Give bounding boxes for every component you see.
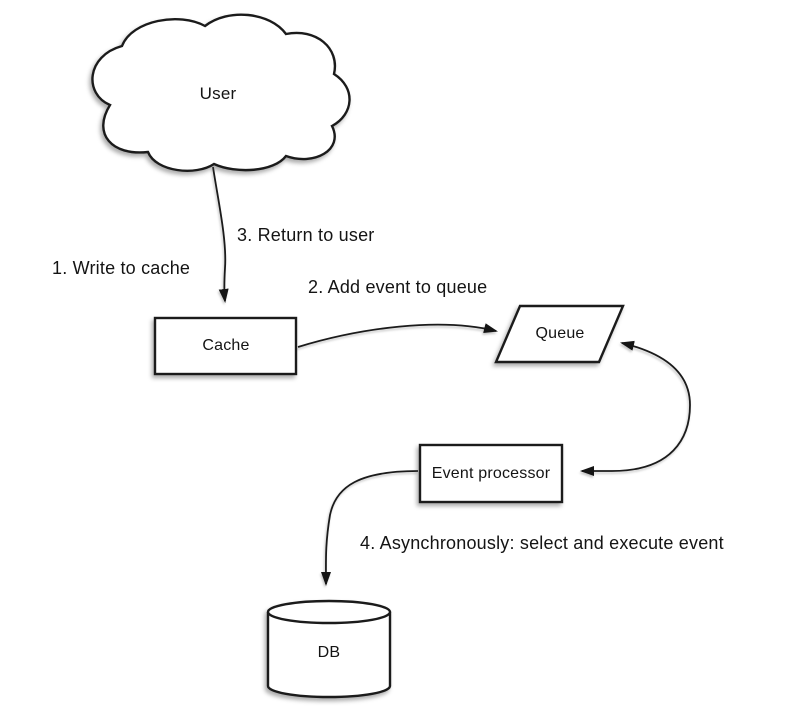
user-cloud-shape xyxy=(91,13,351,172)
event-processor-box xyxy=(418,443,564,504)
edge-label-add-event-to-queue: 2. Add event to queue xyxy=(308,277,488,297)
cache-box xyxy=(153,316,298,376)
edge-label-write-to-cache: 1. Write to cache xyxy=(52,258,191,278)
arrow-queue-eventprocessor-bidirectional xyxy=(580,340,691,476)
db-cylinder-body xyxy=(266,612,392,699)
edge-label-return-to-user: 3. Return to user xyxy=(237,225,375,245)
edge-label-async-select-execute: 4. Asynchronously: select and execute ev… xyxy=(360,533,724,553)
queue-parallelogram xyxy=(494,304,625,364)
arrow-cache-to-queue xyxy=(297,323,498,348)
db-cylinder xyxy=(266,599,392,699)
db-cylinder-top xyxy=(266,599,392,625)
arrow-eventprocessor-to-db xyxy=(320,470,419,586)
node-label-event-processor: Event processor xyxy=(431,465,551,482)
arrow-user-to-cache xyxy=(212,166,229,303)
node-label-cache: Cache xyxy=(202,337,250,354)
node-label-user: User xyxy=(199,84,237,103)
node-label-db: DB xyxy=(317,644,341,661)
node-label-queue: Queue xyxy=(535,325,585,342)
